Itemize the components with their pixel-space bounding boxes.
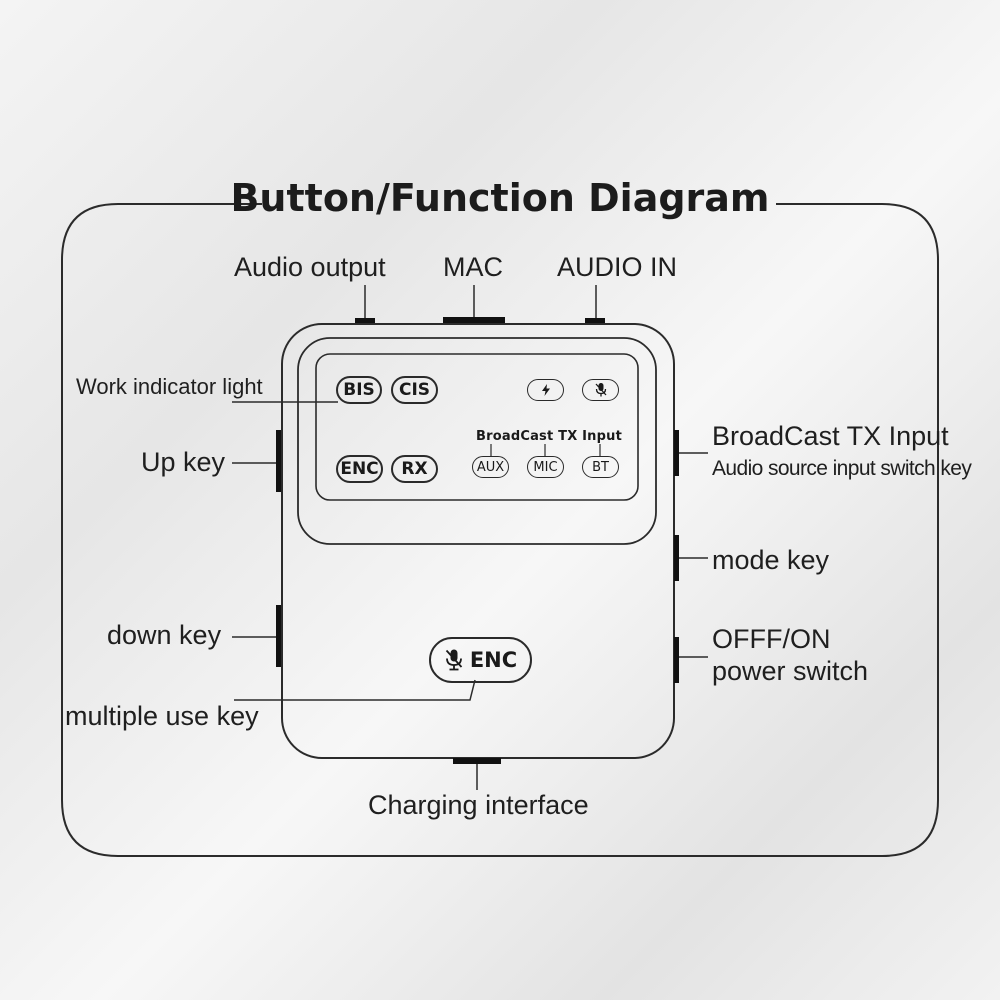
broadcast-input-sublabel: Audio source input switch key <box>712 457 972 480</box>
down-key-label: down key <box>107 620 222 650</box>
mic-mute-icon <box>595 383 606 397</box>
multiple-use-key-label: multiple use key <box>65 701 259 731</box>
mute-indicator <box>582 379 619 401</box>
audio-output-port <box>355 318 375 323</box>
display-panel-inner <box>315 353 639 501</box>
mode-key <box>674 535 679 581</box>
enc-indicator: ENC <box>336 455 383 483</box>
mode-key-label: mode key <box>712 545 830 575</box>
lightning-icon <box>541 384 550 396</box>
bis-indicator: BIS <box>336 376 382 404</box>
display-panel-outer <box>297 337 657 545</box>
down-key <box>276 605 281 667</box>
audio-in-label: AUDIO IN <box>557 252 678 282</box>
broadcast-tx-input-text: BroadCast TX Input <box>476 429 623 444</box>
mic-indicator: MIC <box>527 456 564 478</box>
up-key <box>276 430 281 492</box>
audio-in-port <box>585 318 605 323</box>
mac-label: MAC <box>443 252 503 282</box>
charging-interface-label: Charging interface <box>368 790 589 820</box>
work-indicator-label: Work indicator light <box>76 374 263 399</box>
rx-indicator: RX <box>391 455 438 483</box>
broadcast-input-label: BroadCast TX Input <box>712 421 949 451</box>
broadcast-key <box>674 430 679 476</box>
enc-multi-use-button[interactable]: ENC <box>429 637 532 683</box>
up-key-label: Up key <box>141 447 226 477</box>
outer-frame <box>61 203 939 857</box>
power-switch-label-line1: OFFF/ON <box>712 624 831 654</box>
mac-port <box>443 317 505 323</box>
aux-indicator: AUX <box>472 456 509 478</box>
diagram-title: Button/Function Diagram <box>230 176 770 220</box>
audio-output-label: Audio output <box>234 252 386 282</box>
bt-indicator: BT <box>582 456 619 478</box>
charging-port <box>453 758 501 764</box>
cis-indicator: CIS <box>391 376 438 404</box>
charging-indicator <box>527 379 564 401</box>
power-switch <box>674 637 679 683</box>
mic-mute-icon <box>445 649 462 671</box>
power-switch-label-line2: power switch <box>712 656 869 686</box>
enc-button-label: ENC <box>469 648 518 672</box>
